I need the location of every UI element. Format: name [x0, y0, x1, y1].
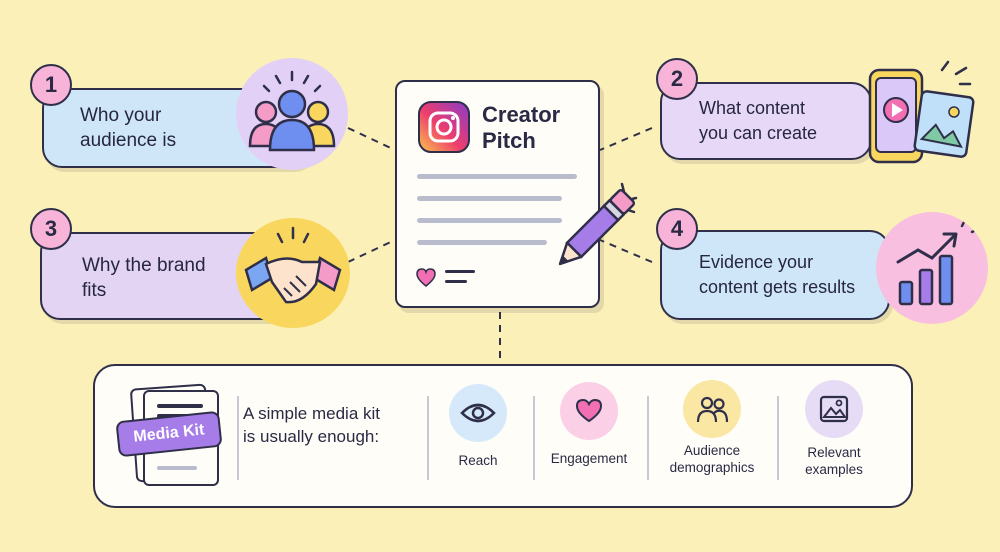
- people-icon: [683, 380, 741, 438]
- media-kit-panel: Media Kit A simple media kit is usually …: [93, 364, 913, 508]
- image-icon: [805, 380, 863, 438]
- card-results-label: Evidence your content gets results: [699, 252, 856, 297]
- card-content-label: What content you can create: [699, 98, 818, 143]
- card-brand-fit-label: Why the brand fits: [82, 255, 206, 301]
- metric-label-engagement: Engagement: [550, 451, 628, 466]
- growth-chart-icon: [876, 212, 988, 324]
- badge-2: 2: [656, 58, 698, 100]
- card-audience-label: Who your audience is: [80, 105, 177, 151]
- badge-3: 3: [30, 208, 72, 250]
- divider: [533, 396, 535, 480]
- audience-people-icon: [236, 58, 348, 170]
- metric-label-reach: Reach: [458, 453, 498, 468]
- kit-line: [157, 404, 203, 408]
- creator-pitch-document: Creator Pitch: [395, 80, 600, 308]
- kit-line: [157, 466, 197, 470]
- doc-text-line: [417, 218, 562, 223]
- metric-label-demographics: Audience demographics: [669, 443, 755, 475]
- badge-4: 4: [656, 208, 698, 250]
- eye-icon: [449, 384, 507, 442]
- media-kit-intro: A simple media kit is usually enough:: [243, 404, 380, 446]
- divider: [777, 396, 779, 480]
- divider: [427, 396, 429, 480]
- doc-title: Creator Pitch: [482, 102, 561, 153]
- divider: [647, 396, 649, 480]
- doc-text-line: [417, 174, 577, 179]
- doc-text-line: [445, 280, 467, 283]
- heart-icon: [560, 382, 618, 440]
- doc-text-line: [417, 196, 562, 201]
- heart-icon: [415, 268, 437, 288]
- handshake-icon: [236, 218, 350, 328]
- divider: [237, 396, 239, 480]
- doc-text-line: [417, 240, 547, 245]
- instagram-logo-icon: [417, 100, 471, 154]
- badge-1: 1: [30, 64, 72, 106]
- card-results: Evidence your content gets results: [660, 230, 890, 320]
- phone-content-icon: [858, 52, 982, 168]
- doc-text-line: [445, 270, 475, 273]
- metric-label-examples: Relevant examples: [805, 445, 863, 477]
- pencil-icon: [544, 178, 644, 282]
